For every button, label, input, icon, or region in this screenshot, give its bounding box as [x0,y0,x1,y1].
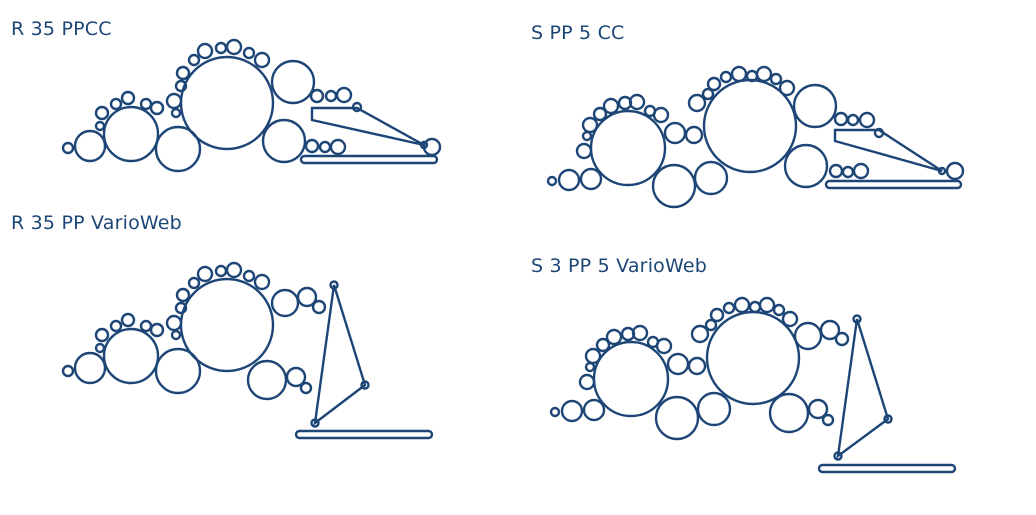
diagram-title-r35ppcc: R 35 PPCC [11,18,112,40]
schematic-r35pp-varioweb [61,261,434,440]
diagram-title-r35pp-varioweb: R 35 PP VarioWeb [11,212,182,234]
diagram-title-spp5cc: S PP 5 CC [531,22,625,44]
diagram-title-s3pp5-varioweb: S 3 PP 5 VarioWeb [531,255,708,277]
schematic-spp5cc [546,65,965,209]
schematic-s3pp5-varioweb [549,296,957,474]
schematic-r35ppcc [61,38,442,173]
